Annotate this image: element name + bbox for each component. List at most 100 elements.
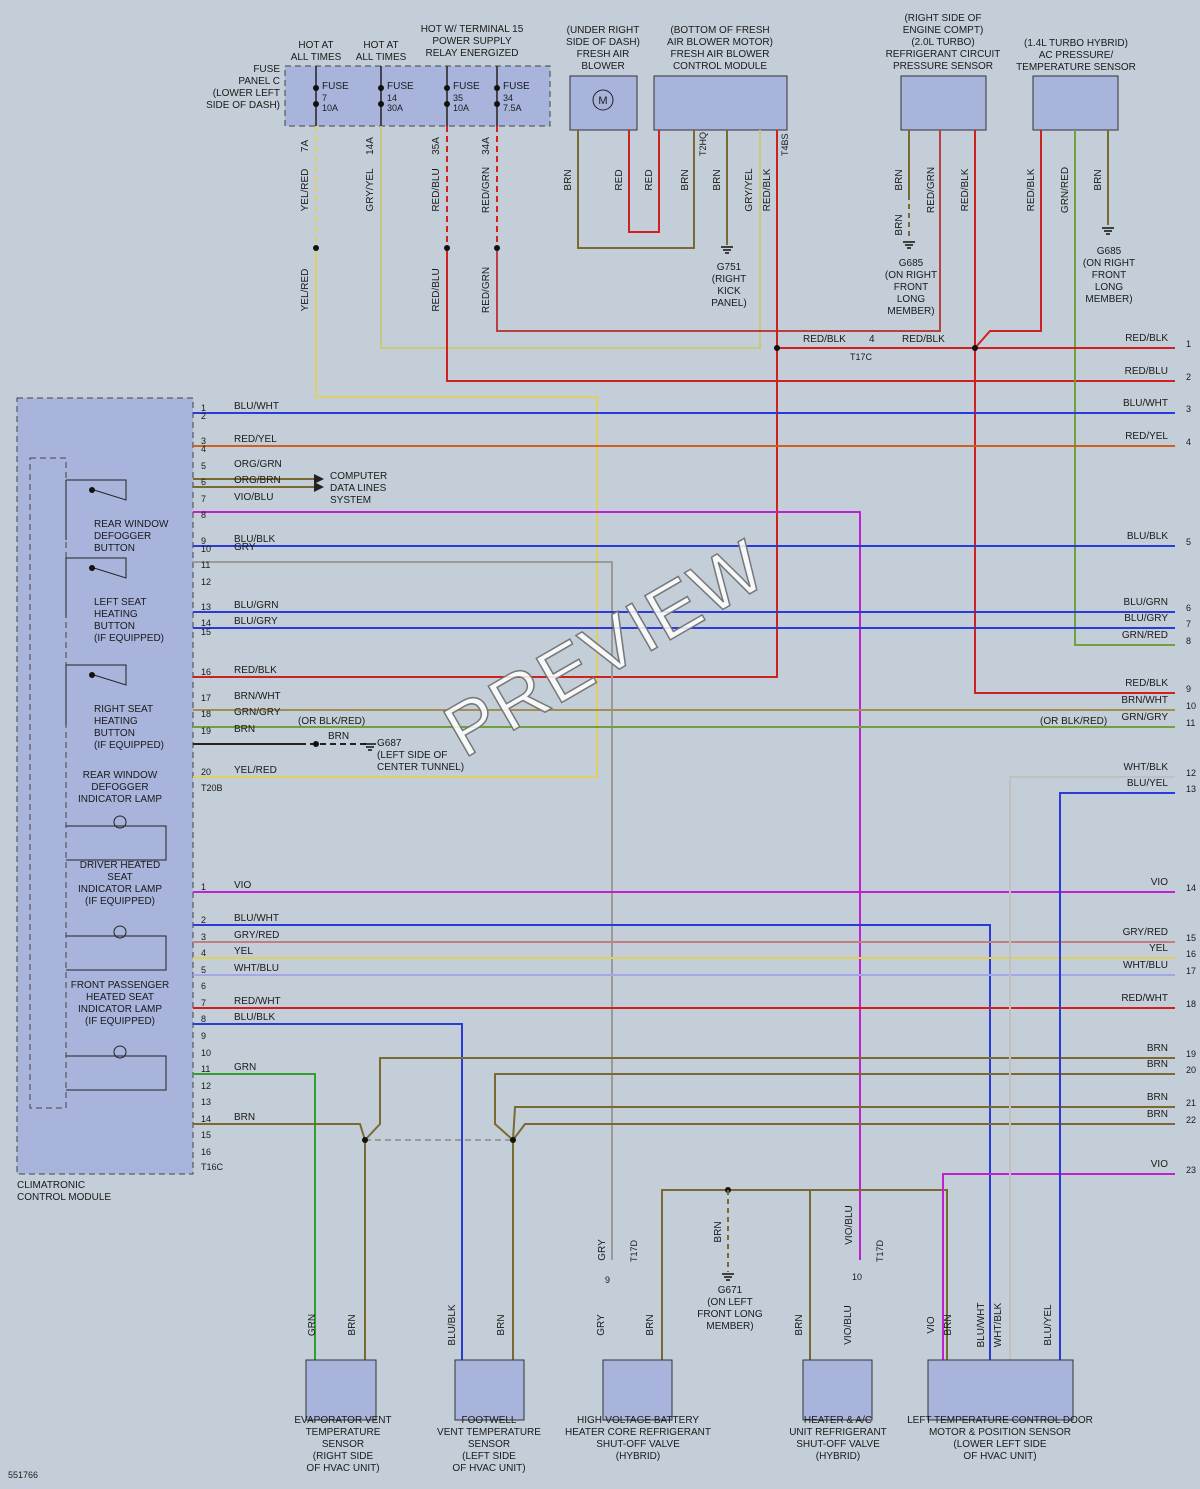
wire-brn-t16 (193, 1123, 366, 1141)
connector-t17c: T17C (850, 352, 873, 362)
wire-label-gry-t17d: GRY (597, 1239, 608, 1261)
or-note-left: (OR BLK/RED) (298, 716, 365, 727)
t20b-wire-label-14: BLU/GRY (234, 616, 278, 627)
right-wire-label-5: BLU/BLK (1127, 531, 1168, 542)
fuse-14-dot-top (378, 85, 384, 91)
button-2-contact (89, 565, 95, 571)
fuse-7-dot-top (313, 85, 319, 91)
t16c-wire-label-3: GRY/RED (234, 930, 279, 941)
right-wire-num-1: 1 (1186, 339, 1191, 349)
wire-red-blu-35a (446, 248, 1175, 382)
splice-red-blk-1 (774, 345, 780, 351)
right-wire-label-12: WHT/BLK (1124, 762, 1169, 773)
right-wire-num-4: 4 (1186, 437, 1191, 447)
t20b-wire-label-16: RED/BLK (234, 665, 277, 676)
t16c-wire-label-2: BLU/WHT (234, 913, 279, 924)
fuse-7-num: 7 (322, 93, 327, 103)
t20b-pin-15: 15 (201, 627, 211, 637)
t16c-pin-15: 15 (201, 1130, 211, 1140)
wire-brn-19 (364, 1057, 1175, 1141)
button-3-switch (65, 664, 127, 725)
t20b-wire-label-13: BLU/GRN (234, 600, 278, 611)
wire-label-red-grn: RED/GRN (481, 267, 492, 313)
data-lines-arrows (314, 474, 324, 492)
wire-label-brn-blower-2: BRN (680, 169, 691, 190)
right-wire-num-9: 9 (1186, 684, 1191, 694)
or-note-right: (OR BLK/RED) (1040, 716, 1107, 727)
t17c-pin-4: 4 (869, 334, 875, 345)
wire-yel-red-7a (193, 248, 598, 778)
right-wire-num-6: 6 (1186, 603, 1191, 613)
right-wire-label-10: BRN/WHT (1121, 695, 1168, 706)
t20b-pin-16: 16 (201, 667, 211, 677)
t16c-pin-8: 8 (201, 1014, 206, 1024)
wire-label-red-1: RED (614, 169, 625, 190)
connector-t2hq: T2HQ (698, 132, 708, 156)
wire-red-blower (628, 130, 660, 233)
splice-red-grn (494, 245, 500, 251)
t20b-pin-8: 8 (201, 510, 206, 520)
fuse-34-name: FUSE (503, 81, 530, 92)
wire-brn-blower (577, 130, 695, 249)
wire-blu-yel-13 (1059, 792, 1175, 1360)
wire-wht-blk-12 (1009, 776, 1175, 1360)
right-wire-num-7: 7 (1186, 619, 1191, 629)
t20b-pin-12: 12 (201, 577, 211, 587)
ac-pressure-temp-sensor: (1.4L TURBO HYBRID)AC PRESSURE/TEMPERATU… (1016, 38, 1136, 131)
t20b-wire-label-20: YEL/RED (234, 765, 277, 776)
t20b-pin-20: 20 (201, 767, 211, 777)
t16c-pin-9: 9 (201, 1031, 206, 1041)
right-wire-label-8: GRN/RED (1122, 630, 1168, 641)
bottom-wire-label-1: GRN (307, 1314, 318, 1336)
t16c-pin-7: 7 (201, 998, 206, 1008)
fuse-35-num: 35 (453, 93, 463, 103)
t16c-pin-5: 5 (201, 965, 206, 975)
right-wire-label-15: GRY/RED (1123, 927, 1168, 938)
wire-blu-blk-t16 (193, 1023, 463, 1360)
wire-gry-10 (193, 561, 613, 1260)
ac-sensor-label: (1.4L TURBO HYBRID)AC PRESSURE/TEMPERATU… (1016, 38, 1136, 73)
t20b-pin-7: 7 (201, 494, 206, 504)
lamp-2-led-icon (113, 925, 127, 939)
fuse-35-name: FUSE (453, 81, 480, 92)
splice-red-blu (444, 245, 450, 251)
wire-label-brn-blower-1: BRN (563, 169, 574, 190)
fuse-34-wire-id: 34A (481, 137, 492, 155)
wire-red-blk-module (193, 130, 778, 678)
splice-yel-red (313, 245, 319, 251)
bottom-wire-label-12: WHT/BLK (993, 1302, 1004, 1347)
wire-blu-wht-t16 (193, 924, 991, 1360)
wire-label-red-blu: RED/BLU (431, 268, 442, 311)
motor-symbol: M (598, 95, 607, 107)
bottom-wire-label-8: VIO/BLU (843, 1305, 854, 1344)
right-wire-num-23: 23 (1186, 1165, 1196, 1175)
t20b-wire-label-3: RED/YEL (234, 434, 277, 445)
bottom-wire-label-7: BRN (794, 1314, 805, 1335)
right-wire-num-10: 10 (1186, 701, 1196, 711)
bottom-component-1 (305, 1359, 377, 1421)
bottom-wire-label-11: BLU/WHT (976, 1303, 987, 1348)
fuse-7-wire-id: 7A (300, 140, 311, 153)
right-wire-label-21: BRN (1147, 1092, 1168, 1103)
wire-label-grn-red: GRN/RED (1060, 167, 1071, 213)
right-wire-label-2: RED/BLU (1125, 366, 1168, 377)
wire-red-blk-ac (974, 130, 1042, 349)
ground-g671 (722, 1273, 734, 1281)
fuse-35-wire-color-top: RED/BLU (431, 168, 442, 211)
t20b-wire-label-17: BRN/WHT (234, 691, 281, 702)
t20b-wire-label-1: BLU/WHT (234, 401, 279, 412)
fuse-14-wire-color-top: GRY/YEL (365, 168, 376, 212)
wire-gry-yel-fuse14 (380, 126, 761, 349)
